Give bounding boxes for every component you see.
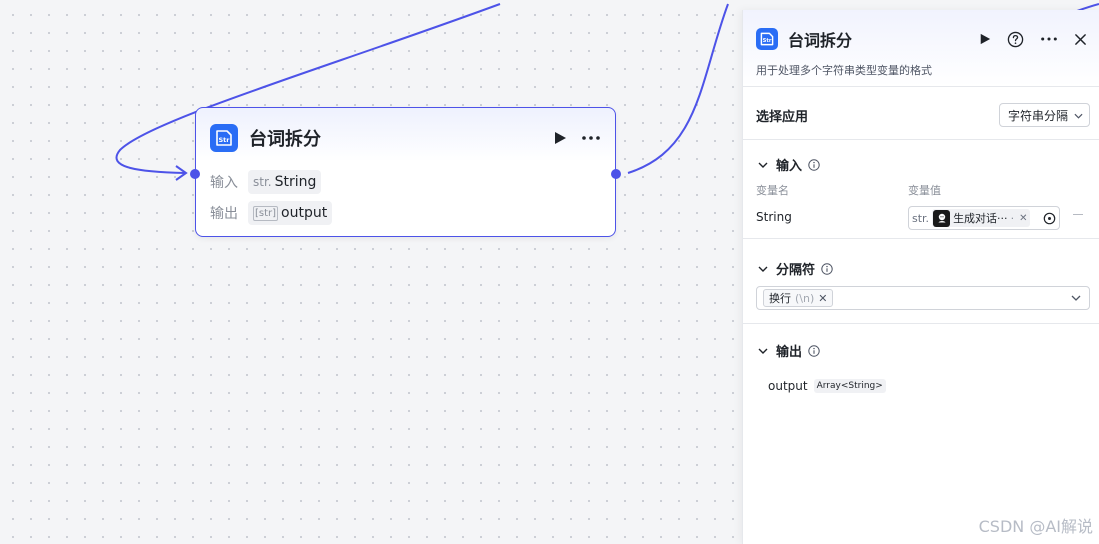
- info-circle-icon[interactable]: [821, 262, 833, 275]
- col-header-var-value: 变量值: [908, 184, 941, 197]
- str-icon: Str: [210, 124, 238, 152]
- incoming-edge-arrow: [175, 165, 188, 181]
- close-icon[interactable]: ✕: [1019, 212, 1028, 224]
- node-input-row: 输入 str. String: [210, 170, 322, 194]
- separator-select[interactable]: 换行 (\n) ✕: [756, 286, 1090, 310]
- ellipsis-icon[interactable]: [1040, 36, 1058, 42]
- separator-section-header[interactable]: 分隔符: [756, 259, 833, 278]
- close-icon[interactable]: [1074, 33, 1087, 46]
- output-var-name: output: [768, 379, 808, 393]
- node-settings-panel: Str 台词拆分 用于处理多个字符串类型变量的格式: [742, 10, 1099, 544]
- close-icon[interactable]: ✕: [818, 291, 828, 305]
- bot-avatar-icon: [933, 209, 951, 227]
- target-icon[interactable]: [1043, 212, 1056, 225]
- play-icon[interactable]: [979, 33, 991, 45]
- node-output-label: 输出: [210, 206, 238, 222]
- watermark: CSDN @AI解说: [978, 517, 1093, 536]
- node-output-value: output: [281, 205, 328, 221]
- app-select-dropdown[interactable]: 字符串分隔: [998, 103, 1090, 127]
- info-circle-icon[interactable]: [808, 158, 820, 171]
- ellipsis-icon[interactable]: [581, 135, 601, 141]
- svg-text:Str: Str: [763, 38, 772, 44]
- input-section-title: 输入: [776, 159, 803, 174]
- workflow-node-text-split[interactable]: Str 台词拆分 输入 str. String 输出 [str] output: [190, 107, 621, 237]
- panel-header: Str 台词拆分 用于处理多个字符串类型变量的格式: [743, 10, 1099, 87]
- panel-title: 台词拆分: [788, 31, 853, 50]
- chevron-down-icon[interactable]: [1071, 295, 1081, 301]
- node-output-port[interactable]: [611, 169, 621, 179]
- node-output-type: [str]: [253, 205, 279, 221]
- outgoing-edge[interactable]: [627, 3, 729, 174]
- app-select-value: 字符串分隔: [1007, 108, 1068, 123]
- var-type-label: str.: [912, 211, 930, 225]
- output-var-row: output Array<String>: [768, 379, 886, 393]
- node-title: 台词拆分: [249, 129, 321, 150]
- input-var-value-field[interactable]: str. 生成对话··· · ✕: [908, 206, 1060, 230]
- input-section-header[interactable]: 输入: [756, 155, 820, 174]
- node-header: Str 台词拆分: [210, 122, 601, 154]
- incoming-edge[interactable]: [115, 3, 501, 174]
- chevron-down-icon[interactable]: [756, 162, 770, 168]
- var-ref-chip[interactable]: 生成对话··· · ✕: [932, 209, 1031, 227]
- chevron-down-icon: [1074, 108, 1083, 122]
- chevron-down-icon[interactable]: [756, 266, 770, 272]
- output-section-title: 输出: [776, 345, 803, 360]
- output-section-header[interactable]: 输出: [756, 341, 820, 360]
- question-circle-icon[interactable]: [1007, 31, 1024, 48]
- output-var-type: Array<String>: [813, 379, 886, 393]
- panel-description: 用于处理多个字符串类型变量的格式: [756, 64, 932, 77]
- separator-chip-label: 换行: [769, 292, 791, 305]
- var-ref-suffix: ·: [1010, 211, 1015, 225]
- str-icon: Str: [756, 28, 778, 50]
- separator-section: [743, 239, 1099, 324]
- col-header-var-name: 变量名: [756, 184, 789, 197]
- info-circle-icon[interactable]: [808, 344, 820, 357]
- select-app-label: 选择应用: [756, 110, 809, 125]
- node-input-tag: str. String: [248, 170, 322, 194]
- input-var-name: String: [756, 210, 792, 224]
- node-output-row: 输出 [str] output: [210, 201, 333, 225]
- chevron-down-icon[interactable]: [756, 348, 770, 354]
- select-app-section: 选择应用 字符串分隔: [743, 87, 1099, 140]
- input-section: [743, 140, 1099, 239]
- play-icon[interactable]: [553, 131, 567, 145]
- node-input-port[interactable]: [190, 169, 200, 179]
- separator-chip[interactable]: 换行 (\n) ✕: [763, 289, 834, 307]
- node-output-tag: [str] output: [248, 201, 333, 225]
- svg-text:Str: Str: [219, 136, 231, 144]
- node-input-type: str.: [253, 175, 272, 189]
- separator-chip-hint: (\n): [795, 291, 815, 305]
- node-input-label: 输入: [210, 175, 238, 191]
- remove-row-icon[interactable]: [1073, 214, 1083, 215]
- separator-section-title: 分隔符: [776, 263, 816, 278]
- var-ref-text: 生成对话···: [953, 212, 1008, 225]
- node-input-value: String: [274, 174, 317, 190]
